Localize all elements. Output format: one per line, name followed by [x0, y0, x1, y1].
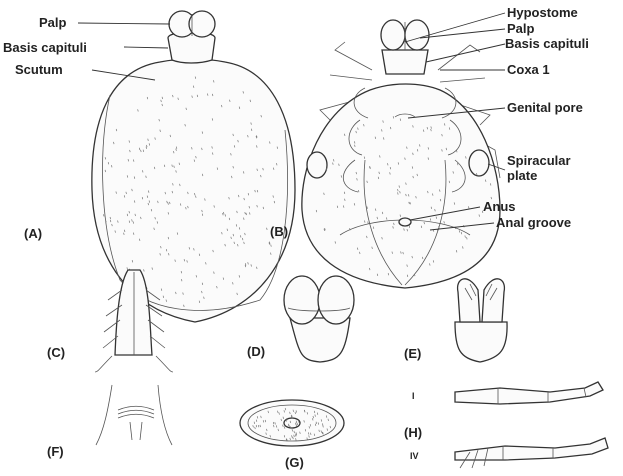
- panel-label-b: (B): [270, 224, 288, 239]
- label-spiracular: Spiracular: [507, 153, 571, 168]
- legs-drawing: [455, 382, 608, 468]
- panel-label-d: (D): [247, 344, 265, 359]
- panel-label-e: (E): [404, 346, 421, 361]
- ventral-view-drawing: [302, 20, 500, 288]
- label-basis-capituli-ventral: Basis capituli: [505, 36, 589, 51]
- panel-label-c: (C): [47, 345, 65, 360]
- label-anal-groove: Anal groove: [496, 215, 571, 230]
- genital-aperture-drawing: [96, 385, 172, 445]
- panel-label-a: (A): [24, 226, 42, 241]
- panel-label-f: (F): [47, 444, 64, 459]
- dorsal-view-drawing: [92, 11, 295, 322]
- label-hypostome: Hypostome: [507, 5, 578, 20]
- label-anus: Anus: [483, 199, 516, 214]
- label-plate: plate: [507, 168, 537, 183]
- label-palp-dorsal: Palp: [39, 15, 67, 30]
- label-basis-capituli-dorsal: Basis capituli: [3, 40, 87, 55]
- label-palp-ventral: Palp: [507, 21, 535, 36]
- panel-label-g: (G): [285, 455, 304, 470]
- label-genital-pore: Genital pore: [507, 100, 583, 115]
- capitulum-ventral-drawing: [455, 279, 507, 362]
- leg-label-i: I: [412, 391, 415, 401]
- spiracular-plate-drawing: [240, 400, 344, 446]
- label-coxa-1: Coxa 1: [507, 62, 550, 77]
- label-scutum: Scutum: [15, 62, 63, 77]
- panel-label-h: (H): [404, 425, 422, 440]
- leg-label-iv: IV: [410, 451, 419, 461]
- capitulum-dorsal-drawing: [284, 276, 354, 362]
